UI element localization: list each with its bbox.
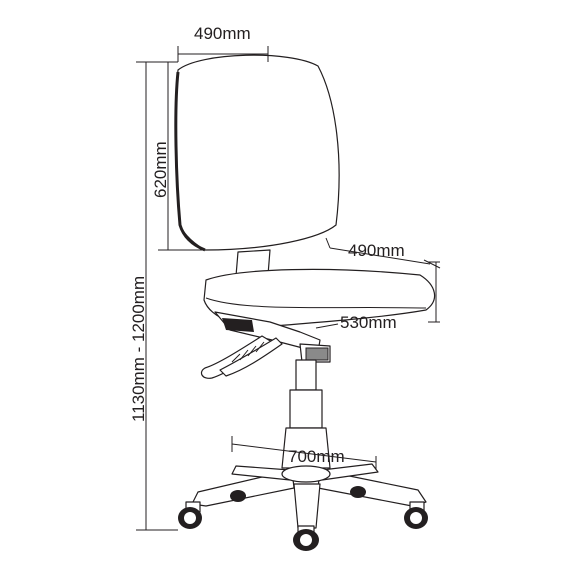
castor-back-right xyxy=(350,486,366,498)
dim-base-diameter: 700mm xyxy=(231,436,377,470)
dim-back-width: 490mm xyxy=(177,24,269,62)
mechanism-dark-plate xyxy=(222,318,254,332)
label-base-diameter: 700mm xyxy=(288,447,345,466)
label-back-width: 490mm xyxy=(194,24,251,43)
seat-mechanism xyxy=(214,311,331,363)
adjustment-levers xyxy=(200,335,283,379)
dim-seat-width: 530mm xyxy=(315,261,440,332)
gas-lift xyxy=(281,359,331,469)
castor-back-left xyxy=(230,490,246,502)
dim-overall-height: 1130mm - 1200mm xyxy=(129,61,178,531)
castor-right xyxy=(404,501,428,529)
castor-front xyxy=(293,525,319,551)
label-seat-width: 530mm xyxy=(340,313,397,332)
star-base xyxy=(191,463,427,529)
castors xyxy=(178,486,428,551)
backrest xyxy=(174,54,340,252)
label-back-height: 620mm xyxy=(151,141,170,198)
dim-seat-depth: 490mm xyxy=(325,237,441,269)
label-overall-height: 1130mm - 1200mm xyxy=(129,276,148,422)
label-seat-depth: 490mm xyxy=(348,241,405,260)
castor-left xyxy=(178,501,202,529)
